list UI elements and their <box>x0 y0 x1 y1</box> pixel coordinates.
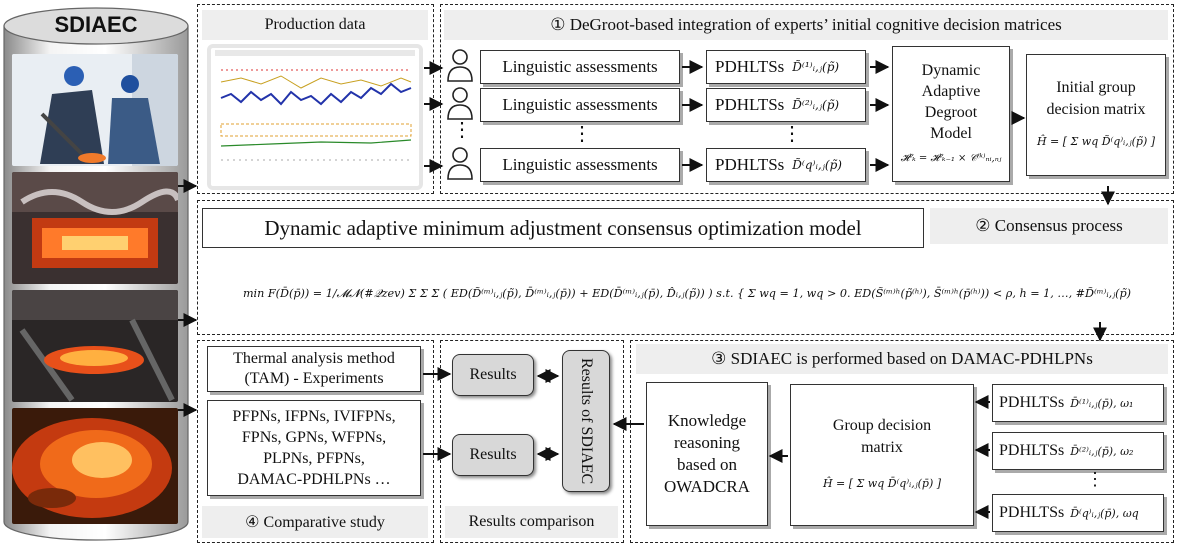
knowledge-line: reasoning <box>673 433 741 452</box>
pdhlts-label: PDHLTSs <box>999 394 1065 411</box>
pdhlts-weight-box: PDHLTSs D̄⁽¹⁾ᵢ,ⱼ(p̄), ω₁ <box>992 384 1164 422</box>
step3-panel <box>630 340 1174 543</box>
group-matrix-line: matrix <box>861 439 903 456</box>
tam-line: (TAM) - Experiments <box>244 370 384 387</box>
group-matrix-line: Group decision <box>832 417 932 434</box>
linguistic-assessment-label: Linguistic assessments <box>502 95 658 114</box>
degroot-line: Degroot <box>924 103 978 121</box>
degroot-line: Adaptive <box>921 82 981 100</box>
step2-panel <box>197 200 1174 335</box>
linguistic-assessment-box: Linguistic assessments <box>480 50 680 84</box>
production-chart-screen <box>207 44 423 190</box>
pdhlts-weight-box: PDHLTSs D̄⁽²⁾ᵢ,ⱼ(p̄), ω₂ <box>992 432 1164 470</box>
photo-furnace <box>12 172 178 284</box>
pdhlts-label: PDHLTSs <box>715 155 785 174</box>
knowledge-reasoning-box: Knowledge reasoning based on OWADCRA <box>646 382 768 526</box>
knowledge-line: based on <box>677 455 737 474</box>
pdhlts-label: PDHLTSs <box>999 442 1065 459</box>
expert-person-icon <box>447 87 473 120</box>
tam-line: Thermal analysis method <box>233 350 395 367</box>
results-label: Results <box>469 446 517 463</box>
pdhlts-formula: D̃⁽¹⁾ᵢ,ⱼ(p̃) <box>792 60 840 74</box>
methods-line: DAMAC-PDHLPNs … <box>237 471 391 488</box>
pdhlts-box: PDHLTSs D̃⁽¹⁾ᵢ,ⱼ(p̃) <box>706 50 866 84</box>
consensus-model-title: Dynamic adaptive minimum adjustment cons… <box>264 215 862 240</box>
vertical-dots: ⋮ <box>452 119 472 141</box>
final-results-label: Results of SDIAEC <box>578 357 595 485</box>
pdhlts-formula: D̃⁽q⁾ᵢ,ⱼ(p̃) <box>792 158 842 172</box>
results-panel <box>440 340 624 543</box>
tam-box: Thermal analysis method (TAM) - Experime… <box>207 346 421 392</box>
results-box-2: Results <box>452 434 534 476</box>
pdhlts-label: PDHLTSs <box>715 57 785 76</box>
degroot-line: Model <box>930 124 972 142</box>
photo-tap <box>12 290 178 402</box>
production-data-title: Production data <box>202 10 428 40</box>
knowledge-line: OWADCRA <box>664 477 750 496</box>
methods-line: FPNs, GPNs, WFPNs, <box>241 429 387 446</box>
methods-line: PLPNs, PFPNs, <box>263 450 365 467</box>
comparative-study-label: ④ Comparative study <box>202 506 428 538</box>
group-decision-matrix-box: Group decision matrix Ĥ = [ Σ wq D̄⁽q⁾ᵢ,… <box>790 384 974 526</box>
pdhlts-box: PDHLTSs D̃⁽q⁾ᵢ,ⱼ(p̃) <box>706 148 866 182</box>
consensus-process-label: ② Consensus process <box>930 208 1168 244</box>
expert-person-icon <box>447 49 473 82</box>
consensus-model-title-box: Dynamic adaptive minimum adjustment cons… <box>202 208 924 248</box>
degroot-model-box: Dynamic Adaptive Degroot Model 𝓗ᵗₖ = 𝓗ᵗₖ… <box>892 46 1010 182</box>
results-label: Results <box>469 366 517 383</box>
vertical-dots: ⋮ <box>782 123 802 145</box>
initial-matrix-formula: Ĥ = [ Σ wq D̃⁽q⁾ᵢ,ⱼ(p̃) ] <box>1036 135 1156 148</box>
pdhlts-label: PDHLTSs <box>715 95 785 114</box>
final-results-box: Results of SDIAEC <box>562 350 610 492</box>
linguistic-assessment-box: Linguistic assessments <box>480 148 680 182</box>
pdhlts-box: PDHLTSs D̃⁽²⁾ᵢ,ⱼ(p̃) <box>706 88 866 122</box>
knowledge-line: Knowledge <box>667 411 747 430</box>
pdhlts-formula: D̃⁽²⁾ᵢ,ⱼ(p̃) <box>792 98 840 112</box>
photo-workers <box>12 54 178 166</box>
methods-line: PFPNs, IFPNs, IVIFPNs, <box>232 408 396 425</box>
initial-matrix-line: decision matrix <box>1046 101 1146 118</box>
group-matrix-formula: Ĥ = [ Σ wq D̄⁽q⁾ᵢ,ⱼ(p̄) ] <box>822 477 942 490</box>
pdhlts-weight-formula: D̄⁽¹⁾ᵢ,ⱼ(p̄), ω₁ <box>1070 396 1134 410</box>
step1-title: ① DeGroot-based integration of experts’ … <box>444 10 1168 40</box>
pdhlts-weight-formula: D̄⁽q⁾ᵢ,ⱼ(p̄), ωq <box>1070 506 1139 520</box>
pdhlts-weight-box: PDHLTSs D̄⁽q⁾ᵢ,ⱼ(p̄), ωq <box>992 494 1164 532</box>
cylinder-title: SDIAEC <box>54 12 138 37</box>
step3-title: ③ SDIAEC is performed based on DAMAC-PDH… <box>636 344 1168 374</box>
results-box-1: Results <box>452 354 534 396</box>
vertical-dots: ⋮ <box>572 123 592 145</box>
linguistic-assessment-label: Linguistic assessments <box>502 57 658 76</box>
initial-group-matrix-box: Initial group decision matrix Ĥ = [ Σ wq… <box>1026 54 1166 176</box>
methods-box: PFPNs, IFPNs, IVIFPNs, FPNs, GPNs, WFPNs… <box>207 400 421 496</box>
linguistic-assessment-label: Linguistic assessments <box>502 155 658 174</box>
initial-matrix-line: Initial group <box>1056 79 1136 96</box>
pdhlts-label: PDHLTSs <box>999 504 1065 521</box>
results-comparison-label: Results comparison <box>445 506 618 538</box>
expert-person-icon <box>447 147 473 180</box>
photo-molten <box>12 408 178 524</box>
linguistic-assessment-box: Linguistic assessments <box>480 88 680 122</box>
vertical-dots: ⋮ <box>1086 469 1104 489</box>
pdhlts-weight-formula: D̄⁽²⁾ᵢ,ⱼ(p̄), ω₂ <box>1070 444 1134 458</box>
degroot-formula: 𝓗ᵗₖ = 𝓗ᵗₖ₋₁ × 𝒞⁽ᵏ⁾ₙᵢ,ₙⱼ <box>900 152 1002 164</box>
consensus-formula: min F(D̄(p̄)) = 1/𝓜𝓝(#𝒬zev) Σ Σ Σ ( ED(D… <box>242 287 1132 300</box>
step4-panel <box>197 340 434 543</box>
degroot-line: Dynamic <box>921 61 981 79</box>
